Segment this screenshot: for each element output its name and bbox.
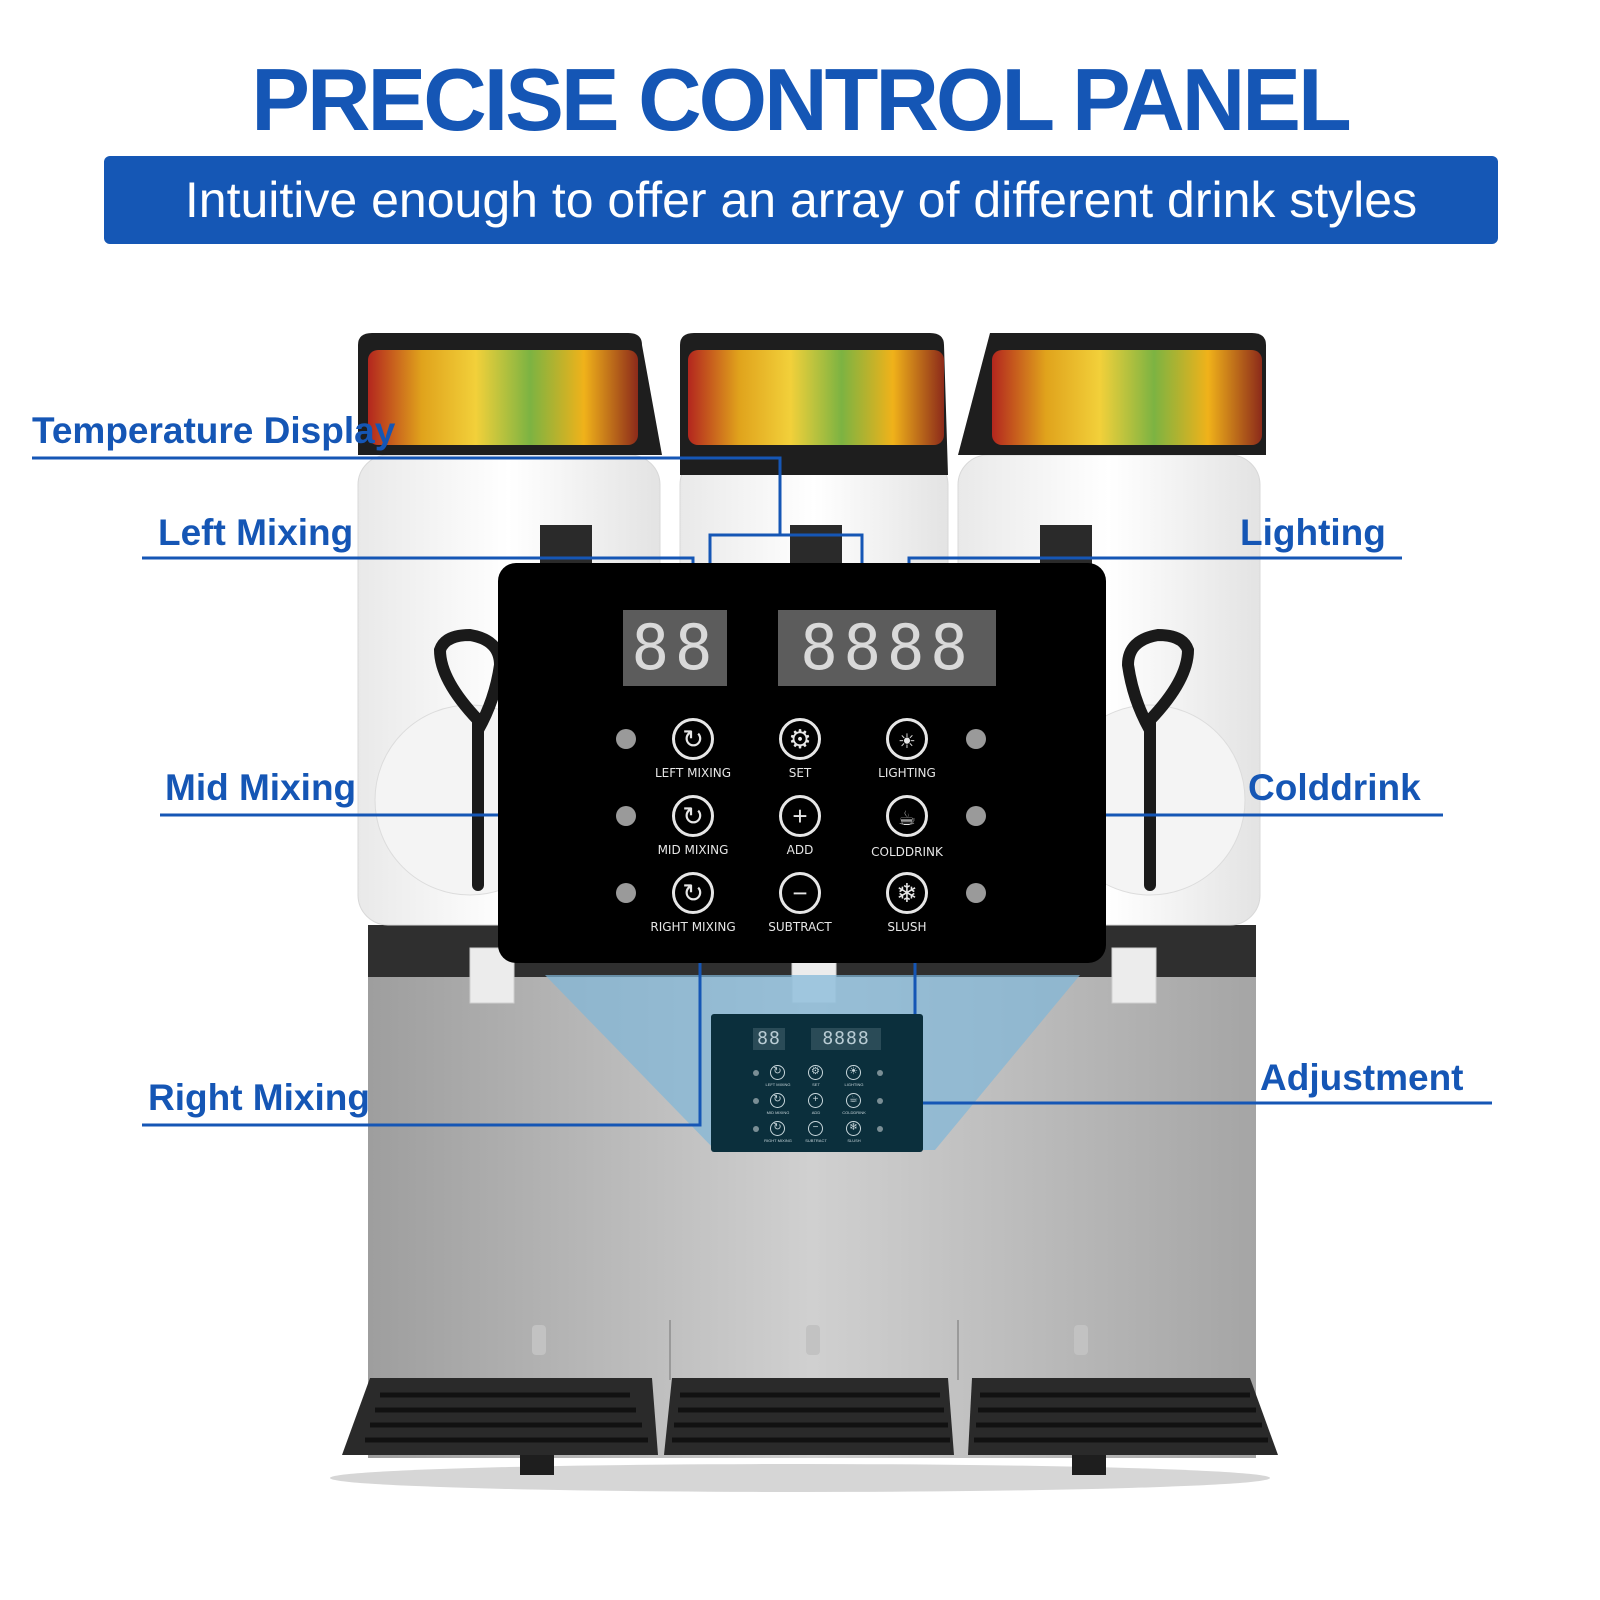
mini-slush-label: SLUSH — [847, 1138, 861, 1143]
slush-label: SLUSH — [887, 920, 927, 934]
temperature-display-right: 8888 — [778, 610, 996, 686]
handle-left — [433, 628, 507, 891]
mini-status-dot — [877, 1098, 883, 1104]
mini-rotate-icon: ↻ — [770, 1121, 785, 1136]
slush-button[interactable]: ❄ — [886, 872, 928, 914]
mini-mid-mixing-label: MID MIXING — [766, 1110, 790, 1115]
callout-adjustment: Adjustment — [1260, 1057, 1464, 1098]
mini-status-dot — [753, 1098, 759, 1104]
mini-lighting-label: LIGHTING — [844, 1082, 864, 1087]
foot-right — [1072, 1455, 1106, 1475]
leader-right-mixing — [142, 928, 702, 1127]
mini-plus-icon: + — [808, 1093, 823, 1108]
mini-bulb-icon: ☀ — [846, 1065, 861, 1080]
mini-colddrink-label: COLDDRINK — [842, 1110, 866, 1115]
mini-snowflake-icon: ❄ — [846, 1121, 861, 1136]
mini-add-label: ADD — [811, 1110, 821, 1115]
mini-minus-icon: − — [808, 1121, 823, 1136]
callout-lighting: Lighting — [1240, 512, 1386, 553]
minus-icon: − — [792, 878, 808, 908]
drain-tap-right — [1074, 1325, 1088, 1355]
mini-cup-icon: ☕ — [846, 1093, 861, 1108]
drip-tray-right — [968, 1378, 1278, 1455]
mini-set-label: SET — [812, 1082, 820, 1087]
mini-subtract-label: SUBTRACT — [805, 1138, 827, 1143]
set-label: SET — [788, 766, 812, 780]
mini-status-dot — [753, 1126, 759, 1132]
cup-icon: ☕ — [898, 808, 916, 830]
callout-right-mixing: Right Mixing — [148, 1077, 370, 1118]
callout-temperature-display: Temperature Display — [32, 410, 396, 451]
temperature-display-left: 88 — [623, 610, 727, 686]
callout-mid-mixing: Mid Mixing — [165, 767, 357, 808]
left-mixing-button[interactable]: ↻ — [672, 718, 714, 760]
mid-mixing-label: MID MIXING — [657, 843, 729, 857]
drip-tray-middle — [664, 1378, 954, 1455]
mini-right-mixing-label: RIGHT MIXING — [764, 1138, 792, 1143]
lighting-label: LIGHTING — [878, 766, 936, 780]
subtract-label: SUBTRACT — [768, 920, 832, 934]
status-dot — [966, 883, 986, 903]
mini-control-panel: 88 8888 ↻ ⚙ ☀ ↻ + ☕ ↻ − ❄ LEFT MIXING SE… — [711, 1014, 923, 1152]
status-dot — [966, 729, 986, 749]
mini-status-dot — [877, 1126, 883, 1132]
snowflake-icon: ❄ — [896, 878, 918, 908]
rotate-icon: ↻ — [682, 724, 704, 754]
colddrink-label: COLDDRINK — [871, 845, 943, 859]
set-button[interactable]: ⚙ — [779, 718, 821, 760]
foot-left — [520, 1455, 554, 1475]
mini-display-right: 8888 — [811, 1028, 881, 1050]
mini-display-left: 88 — [753, 1028, 785, 1050]
left-mixing-label: LEFT MIXING — [654, 766, 732, 780]
status-dot — [616, 883, 636, 903]
gear-icon: ⚙ — [788, 724, 812, 754]
mini-rotate-icon: ↻ — [770, 1065, 785, 1080]
lighting-button[interactable]: ☀ — [886, 718, 928, 760]
mini-gear-icon: ⚙ — [808, 1065, 823, 1080]
mini-status-dot — [877, 1070, 883, 1076]
page-title: PRECISE CONTROL PANEL — [251, 50, 1351, 149]
colddrink-button[interactable]: ☕ — [886, 795, 928, 837]
callout-colddrink: Colddrink — [1248, 767, 1421, 808]
right-mixing-label: RIGHT MIXING — [650, 920, 736, 934]
mid-mixing-button[interactable]: ↻ — [672, 795, 714, 837]
mini-status-dot — [753, 1070, 759, 1076]
floor-shadow — [330, 1464, 1270, 1492]
rotate-icon: ↻ — [682, 801, 704, 831]
right-mixing-button[interactable]: ↻ — [672, 872, 714, 914]
bulb-icon: ☀ — [898, 731, 916, 753]
mini-left-mixing-label: LEFT MIXING — [765, 1082, 791, 1087]
nozzle-right — [1111, 947, 1157, 1004]
drain-tap-left — [532, 1325, 546, 1355]
rotate-icon: ↻ — [682, 878, 704, 908]
handle-right — [1121, 628, 1195, 891]
status-dot — [616, 806, 636, 826]
add-button[interactable]: + — [779, 795, 821, 837]
subtitle-banner: Intuitive enough to offer an array of di… — [104, 156, 1498, 244]
subtitle-text: Intuitive enough to offer an array of di… — [184, 172, 1418, 228]
drain-tap-middle — [806, 1325, 820, 1355]
drip-tray-left — [342, 1378, 658, 1455]
subtract-button[interactable]: − — [779, 872, 821, 914]
plus-icon: + — [792, 801, 808, 831]
mini-rotate-icon: ↻ — [770, 1093, 785, 1108]
control-panel: 88 8888 ↻ LEFT MIXING ⚙ SET ☀ LIGHTING ↻… — [498, 563, 1106, 963]
add-label: ADD — [786, 843, 814, 857]
status-dot — [966, 806, 986, 826]
callout-left-mixing: Left Mixing — [158, 512, 354, 553]
status-dot — [616, 729, 636, 749]
